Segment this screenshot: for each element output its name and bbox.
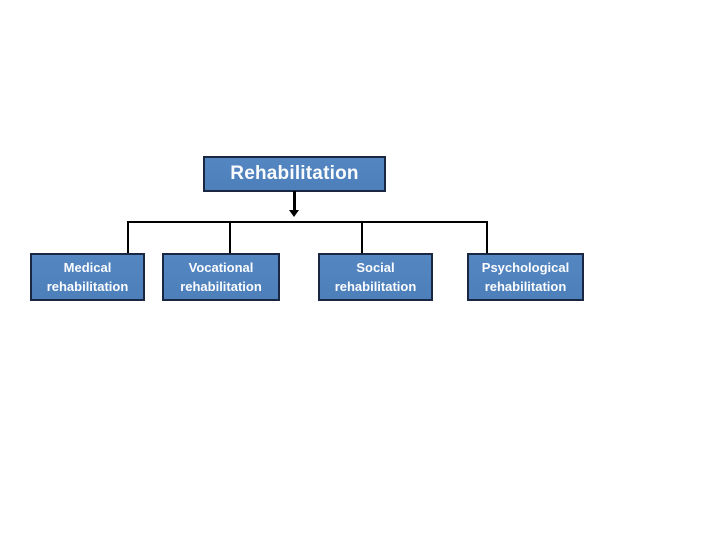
child-node-label-line2: rehabilitation	[180, 279, 262, 294]
connector-drop-vocational	[229, 221, 231, 253]
root-node-label: Rehabilitation	[230, 163, 359, 184]
child-node-label-line1: Medical	[63, 260, 112, 275]
child-node-label-line2: rehabilitation	[484, 279, 567, 294]
down-arrow-icon	[293, 191, 296, 211]
child-node-medical-rehabilitation: Medical rehabilitation	[30, 253, 145, 301]
child-node-social-rehabilitation: Social rehabilitation	[318, 253, 433, 301]
connector-drop-medical	[127, 221, 129, 253]
child-node-label-line1: Social	[356, 260, 395, 275]
child-node-label-line2: rehabilitation	[46, 279, 129, 294]
root-node-rehabilitation: Rehabilitation	[203, 156, 386, 192]
connector-horizontal-rail	[127, 221, 488, 223]
connector-drop-psychological	[486, 221, 488, 253]
child-node-psychological-rehabilitation: Psychological rehabilitation	[467, 253, 584, 301]
down-arrow-head-icon	[289, 210, 299, 217]
connector-drop-social	[361, 221, 363, 253]
child-node-vocational-rehabilitation: Vocational rehabilitation	[162, 253, 280, 301]
child-node-label-line1: Psychological	[481, 260, 570, 275]
child-node-label-line2: rehabilitation	[334, 279, 417, 294]
child-node-label-line1: Vocational	[188, 260, 254, 275]
